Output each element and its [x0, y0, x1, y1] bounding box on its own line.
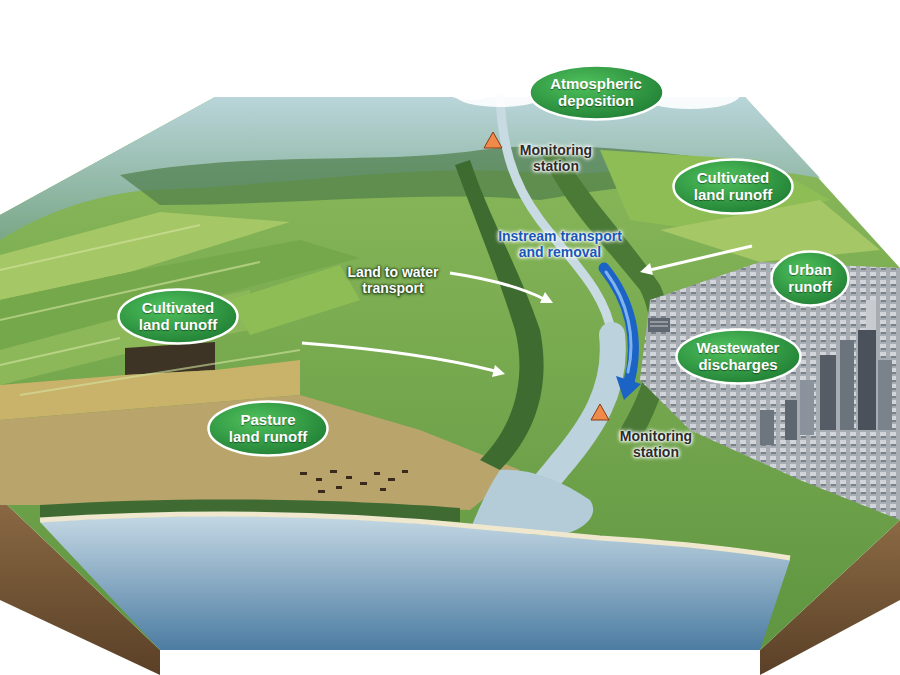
- label-holder: Monitoring station: [516, 142, 596, 174]
- field-rows: [0, 225, 300, 395]
- node-text-holder: Atmospheric deposition: [548, 75, 644, 109]
- ellipse-shape: [119, 289, 238, 343]
- building: [858, 330, 876, 430]
- node-text-holder: Cultivated land runoff: [691, 169, 775, 203]
- treatment-plant-detail: [650, 322, 668, 326]
- crop-field: [0, 240, 360, 350]
- station-label: Monitoring station: [516, 142, 596, 174]
- flow-arrowhead: [540, 292, 553, 303]
- ellipse-shape: [676, 329, 800, 383]
- node-label: Cultivated land runoff: [691, 169, 775, 203]
- monitoring-station-marker: [591, 404, 609, 420]
- building: [866, 300, 876, 335]
- ellipse-shape: [529, 65, 663, 119]
- source-ellipse: Pasture land runoff: [207, 400, 329, 457]
- source-ellipse: Wastewater discharges: [675, 328, 802, 385]
- source-ellipse: Cultivated land runoff: [672, 158, 794, 215]
- pasture: [0, 395, 520, 510]
- flow-arrow: [450, 273, 544, 299]
- node-label: Pasture land runoff: [226, 411, 310, 445]
- building: [760, 410, 774, 445]
- beach: [40, 514, 790, 558]
- cloud: [460, 28, 540, 52]
- river: [500, 98, 612, 335]
- ellipse-shape: [772, 251, 849, 305]
- node-text-holder: Cultivated land runoff: [136, 299, 220, 333]
- node-text-holder: Pasture land runoff: [226, 411, 310, 445]
- building: [840, 340, 854, 430]
- label-holder: Instream transport and removal: [494, 228, 626, 260]
- process-label: Land to water transport: [341, 264, 445, 296]
- flow-arrow: [650, 246, 752, 270]
- source-ellipse: Urban runoff: [770, 250, 850, 307]
- city-area: [640, 262, 900, 520]
- source-ellipse: Cultivated land runoff: [117, 288, 239, 345]
- building: [785, 400, 797, 440]
- instream-arrow: [604, 268, 633, 382]
- node-text-holder: Urban runoff: [784, 261, 836, 295]
- label-holder: Land to water transport: [341, 264, 445, 296]
- instream-arrowhead: [616, 376, 641, 400]
- building: [878, 360, 892, 430]
- process-label: Instream transport and removal: [494, 228, 626, 260]
- building: [800, 380, 814, 435]
- cloud: [580, 21, 700, 49]
- node-label: Wastewater discharges: [694, 339, 782, 373]
- city-houses: [640, 262, 900, 520]
- land-surface: [0, 97, 900, 650]
- cloud: [690, 68, 750, 92]
- node-label: Urban runoff: [784, 261, 836, 295]
- node-label: Atmospheric deposition: [548, 75, 644, 109]
- node-label: Cultivated land runoff: [136, 299, 220, 333]
- ellipse-shape: [209, 401, 328, 455]
- ellipse-shape: [674, 159, 793, 213]
- crop-field: [230, 265, 360, 335]
- cattle: [300, 470, 408, 493]
- sea: [40, 516, 790, 650]
- monitoring-station-marker: [484, 132, 502, 148]
- crop-field: [660, 200, 880, 262]
- node-text-holder: Wastewater discharges: [694, 339, 782, 373]
- cloud: [445, 80, 495, 100]
- flow-arrow: [302, 343, 495, 371]
- flow-arrowhead: [492, 365, 505, 377]
- building: [820, 355, 836, 430]
- instream-arrow-highlight: [606, 272, 631, 372]
- label-holder: Monitoring station: [616, 428, 696, 460]
- treatment-plant: [648, 318, 670, 332]
- station-label: Monitoring station: [616, 428, 696, 460]
- source-ellipse: Atmospheric deposition: [528, 64, 665, 121]
- flow-arrowhead: [640, 263, 653, 275]
